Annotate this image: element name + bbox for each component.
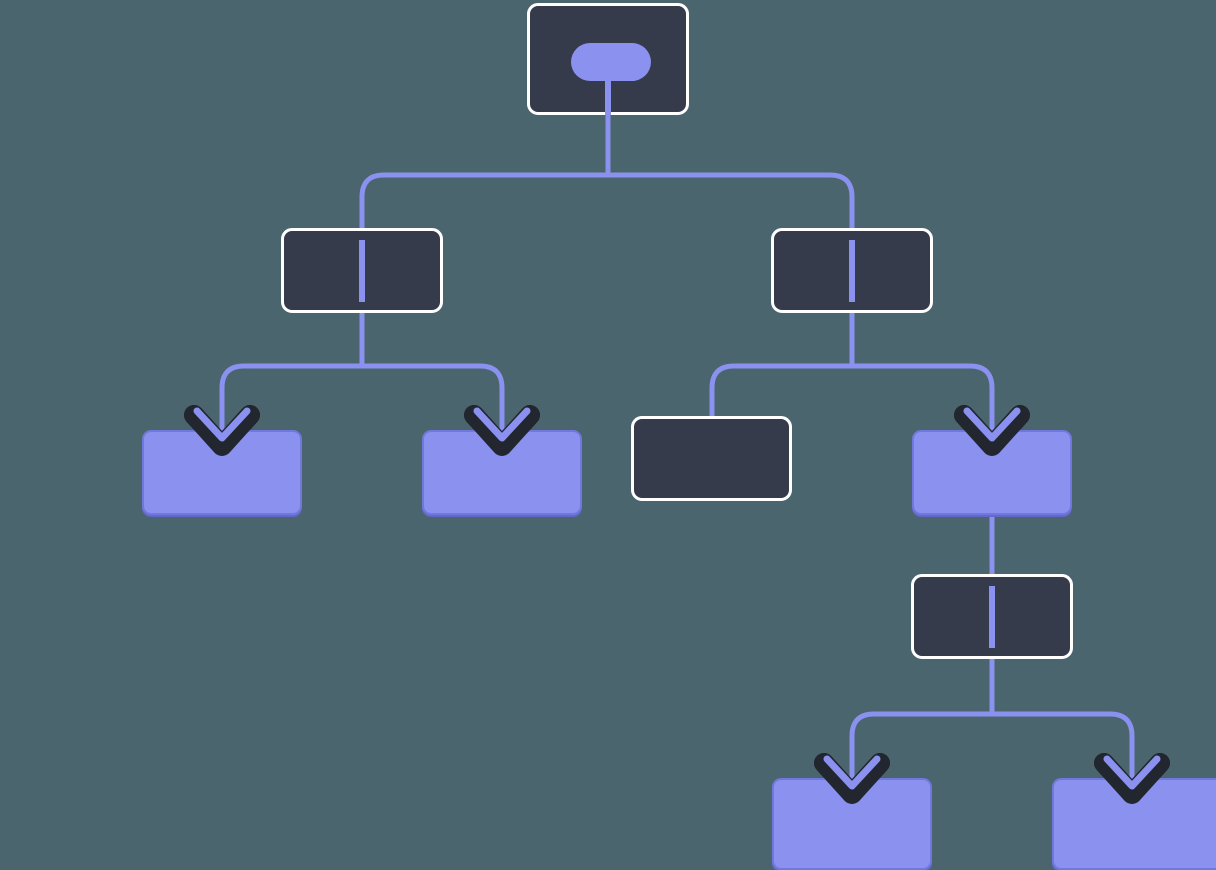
- node-row4-right[interactable]: [1052, 778, 1216, 870]
- node-row3-throughline: [989, 586, 995, 648]
- node-row4-left[interactable]: [772, 778, 932, 870]
- node-row2-fourth[interactable]: [912, 430, 1072, 515]
- node-root-badge-stem: [605, 72, 611, 115]
- node-row1-left-throughline: [359, 240, 365, 302]
- edge-n1-to-n4: [362, 363, 505, 432]
- node-root-badge[interactable]: [571, 43, 651, 81]
- node-row2-third[interactable]: [631, 416, 792, 501]
- edge-n1-to-n3: [219, 363, 362, 432]
- edge-root-to-n1: [359, 172, 608, 228]
- node-row2-first[interactable]: [142, 430, 302, 515]
- node-row2-second[interactable]: [422, 430, 582, 515]
- edge-root-to-n2: [608, 172, 855, 228]
- edge-group-root-to-row1: [359, 115, 855, 228]
- edge-n7-to-n9: [992, 711, 1135, 780]
- node-row1-right-throughline: [849, 240, 855, 302]
- edge-n2-to-n5: [709, 363, 852, 418]
- edge-n2-to-n6: [852, 363, 995, 432]
- edge-n7-to-n8: [849, 711, 992, 780]
